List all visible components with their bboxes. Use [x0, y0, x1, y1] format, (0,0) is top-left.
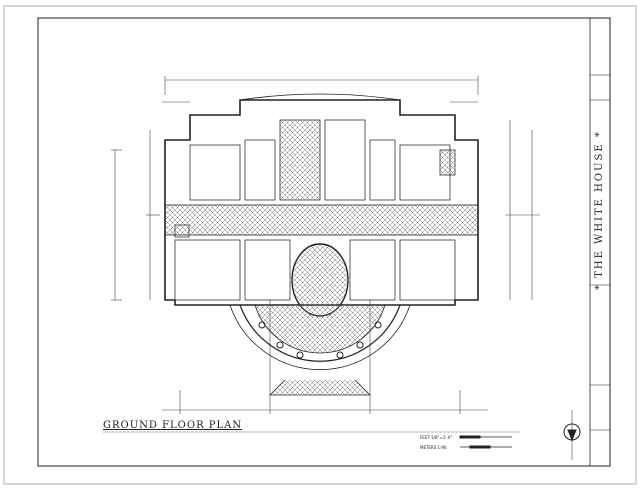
scale-meters-label: METERS 1:96	[420, 445, 447, 450]
north-arrow-icon	[563, 410, 581, 460]
scale-feet-label: FEET 1/8"=1'-0"	[420, 435, 453, 440]
building-outline	[164, 93, 479, 306]
drawing-title: GROUND FLOOR PLAN	[103, 420, 243, 431]
rooms	[174, 119, 456, 301]
outer-border	[3, 5, 637, 485]
south-portico	[229, 304, 411, 396]
sheet-title: * THE WHITE HOUSE *	[594, 130, 605, 290]
center-hall	[164, 204, 479, 236]
dimension-lines	[111, 76, 540, 414]
inner-frame	[37, 17, 611, 467]
scale-bars	[459, 435, 512, 449]
